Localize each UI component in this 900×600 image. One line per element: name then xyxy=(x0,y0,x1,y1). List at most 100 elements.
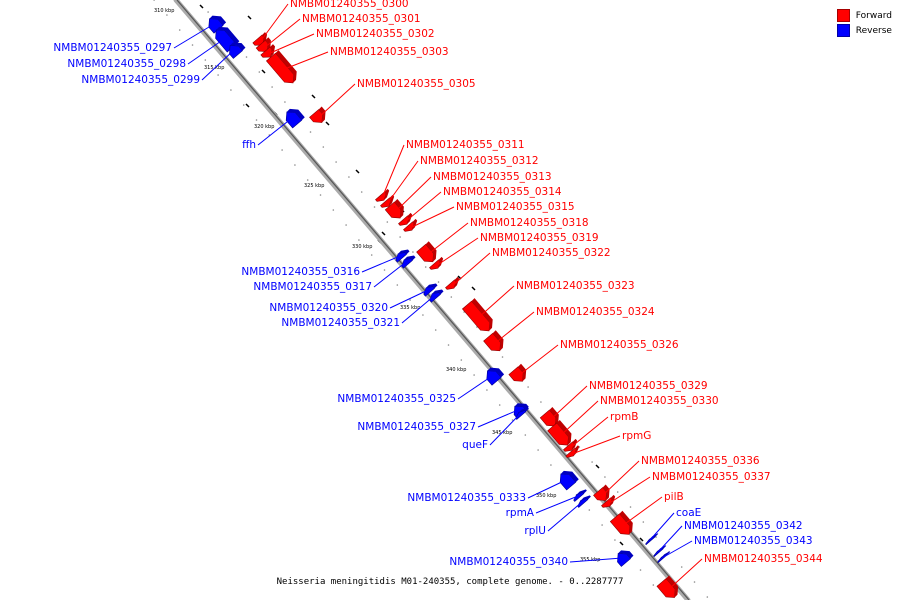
gene-label[interactable]: NMBM01240355_0329 xyxy=(589,380,708,392)
gene-label[interactable]: NMBM01240355_0321 xyxy=(281,317,400,329)
gene-label[interactable]: NMBM01240355_0302 xyxy=(316,28,435,40)
gene-arrow[interactable] xyxy=(617,553,631,567)
gene-label[interactable]: NMBM01240355_0300 xyxy=(290,0,409,10)
gene-feature[interactable]: rpmA xyxy=(506,489,587,519)
gene-feature[interactable]: NMBM01240355_0337 xyxy=(601,471,771,508)
gene-label[interactable]: rpmB xyxy=(610,411,638,423)
gene-label[interactable]: NMBM01240355_0301 xyxy=(302,13,421,25)
gene-arrow[interactable] xyxy=(653,547,664,558)
gene-arrow[interactable] xyxy=(645,535,656,546)
gene-feature[interactable]: ffh xyxy=(242,108,305,151)
gene-label[interactable]: NMBM01240355_0322 xyxy=(492,247,611,259)
gene-label[interactable]: queF xyxy=(462,439,488,451)
gene-arrow[interactable] xyxy=(559,473,577,491)
gene-label[interactable]: NMBM01240355_0336 xyxy=(641,455,760,467)
gene-label[interactable]: NMBM01240355_0314 xyxy=(443,186,562,198)
gene-feature[interactable]: NMBM01240355_0321 xyxy=(281,289,444,329)
gene-label[interactable]: NMBM01240355_0340 xyxy=(449,556,568,568)
gene-feature[interactable]: NMBM01240355_0326 xyxy=(508,339,679,382)
gene-feature[interactable]: NMBM01240355_0322 xyxy=(445,247,611,290)
gene-label[interactable]: NMBM01240355_0342 xyxy=(684,520,803,532)
gene-arrow[interactable] xyxy=(375,191,387,202)
gene-label[interactable]: NMBM01240355_0320 xyxy=(269,302,388,314)
gene-label[interactable]: NMBM01240355_0324 xyxy=(536,306,655,318)
gene-label[interactable]: NMBM01240355_0327 xyxy=(357,421,476,433)
gene-feature[interactable]: rpmB xyxy=(563,411,638,452)
gene-feature[interactable]: NMBM01240355_0303 xyxy=(265,46,449,84)
gene-arrow[interactable] xyxy=(429,259,441,270)
gene-feature[interactable]: NMBM01240355_0343 xyxy=(657,535,813,564)
gene-label[interactable]: NMBM01240355_0330 xyxy=(600,395,719,407)
gene-feature[interactable]: NMBM01240355_0330 xyxy=(547,395,719,446)
gene-feature[interactable]: NMBM01240355_0316 xyxy=(241,249,410,278)
gene-label[interactable]: NMBM01240355_0298 xyxy=(67,58,186,70)
gene-feature[interactable]: NMBM01240355_0311 xyxy=(375,139,525,202)
gene-feature[interactable]: NMBM01240355_0340 xyxy=(449,550,634,568)
gene-label[interactable]: NMBM01240355_0319 xyxy=(480,232,599,244)
gene-label[interactable]: NMBM01240355_0326 xyxy=(560,339,679,351)
gene-arrow[interactable] xyxy=(384,201,402,219)
gene-label[interactable]: NMBM01240355_0316 xyxy=(241,266,360,278)
gene-arrow[interactable] xyxy=(208,18,224,34)
gene-arrow[interactable] xyxy=(461,300,491,332)
gene-feature[interactable]: NMBM01240355_0314 xyxy=(398,186,562,226)
gene-label[interactable]: NMBM01240355_0315 xyxy=(456,201,575,213)
gene-arrow[interactable] xyxy=(265,52,295,84)
gene-arrow[interactable] xyxy=(483,332,501,352)
gene-label[interactable]: ffh xyxy=(242,139,256,151)
gene-feature[interactable]: NMBM01240355_0305 xyxy=(309,78,476,123)
gene-arrow[interactable] xyxy=(547,422,569,446)
gene-feature[interactable]: rplU xyxy=(524,495,591,537)
gene-label[interactable]: NMBM01240355_0299 xyxy=(81,74,200,86)
gene-feature[interactable]: NMBM01240355_0312 xyxy=(380,155,539,208)
gene-feature[interactable]: pilB xyxy=(609,491,684,535)
gene-label[interactable]: NMBM01240355_0344 xyxy=(704,553,823,565)
gene-feature[interactable]: NMBM01240355_0323 xyxy=(461,280,635,332)
gene-feature[interactable]: NMBM01240355_0336 xyxy=(593,455,760,501)
gene-label[interactable]: NMBM01240355_0325 xyxy=(337,393,456,405)
gene-feature[interactable]: NMBM01240355_0325 xyxy=(337,367,505,405)
gene-label[interactable]: NMBM01240355_0333 xyxy=(407,492,526,504)
gene-feature[interactable]: NMBM01240355_0299 xyxy=(81,42,246,86)
gene-feature[interactable]: NMBM01240355_0317 xyxy=(253,255,416,293)
gene-label[interactable]: NMBM01240355_0303 xyxy=(330,46,449,58)
gene-feature[interactable]: NMBM01240355_0302 xyxy=(260,28,435,58)
gene-label[interactable]: NMBM01240355_0343 xyxy=(694,535,813,547)
gene-feature[interactable]: rpmG xyxy=(565,430,652,458)
gene-label[interactable]: NMBM01240355_0317 xyxy=(253,281,372,293)
gene-label[interactable]: rplU xyxy=(524,525,546,537)
gene-arrow[interactable] xyxy=(445,279,457,290)
gene-arrow[interactable] xyxy=(416,243,434,263)
gene-label[interactable]: NMBM01240355_0318 xyxy=(470,217,589,229)
gene-feature[interactable]: queF xyxy=(462,407,529,451)
gene-label[interactable]: pilB xyxy=(664,491,684,503)
gene-label[interactable]: NMBM01240355_0312 xyxy=(420,155,539,167)
gene-feature[interactable]: NMBM01240355_0319 xyxy=(429,232,599,270)
gene-feature[interactable]: NMBM01240355_0313 xyxy=(384,171,552,219)
gene-label[interactable]: NMBM01240355_0313 xyxy=(433,171,552,183)
gene-label[interactable]: NMBM01240355_0323 xyxy=(516,280,635,292)
gene-label[interactable]: NMBM01240355_0311 xyxy=(406,139,525,151)
gene-feature[interactable]: NMBM01240355_0329 xyxy=(539,380,708,427)
gene-label[interactable]: coaE xyxy=(676,507,701,519)
gene-arrow[interactable] xyxy=(486,370,502,386)
gene-feature[interactable]: NMBM01240355_0320 xyxy=(269,283,438,314)
gene-label[interactable]: rpmA xyxy=(506,507,535,519)
gene-feature[interactable]: NMBM01240355_0344 xyxy=(656,553,823,598)
gene-feature[interactable]: coaE xyxy=(645,507,702,546)
gene-arrow[interactable] xyxy=(401,258,413,269)
gene-arrow[interactable] xyxy=(563,441,575,452)
gene-feature[interactable]: NMBM01240355_0327 xyxy=(357,403,529,433)
gene-label[interactable]: rpmG xyxy=(622,430,651,442)
gene-label[interactable]: NMBM01240355_0337 xyxy=(652,471,771,483)
gene-feature[interactable]: NMBM01240355_0315 xyxy=(403,201,575,232)
gene-feature[interactable]: NMBM01240355_0333 xyxy=(407,470,579,504)
gene-feature[interactable]: NMBM01240355_0297 xyxy=(53,15,227,54)
gene-feature[interactable]: NMBM01240355_0318 xyxy=(416,217,589,263)
gene-feature[interactable]: NMBM01240355_0324 xyxy=(483,306,655,352)
gene-label[interactable]: NMBM01240355_0305 xyxy=(357,78,476,90)
gene-label[interactable]: NMBM01240355_0297 xyxy=(53,42,172,54)
gene-feature[interactable]: NMBM01240355_0342 xyxy=(653,520,803,558)
gene-arrow[interactable] xyxy=(601,497,613,508)
